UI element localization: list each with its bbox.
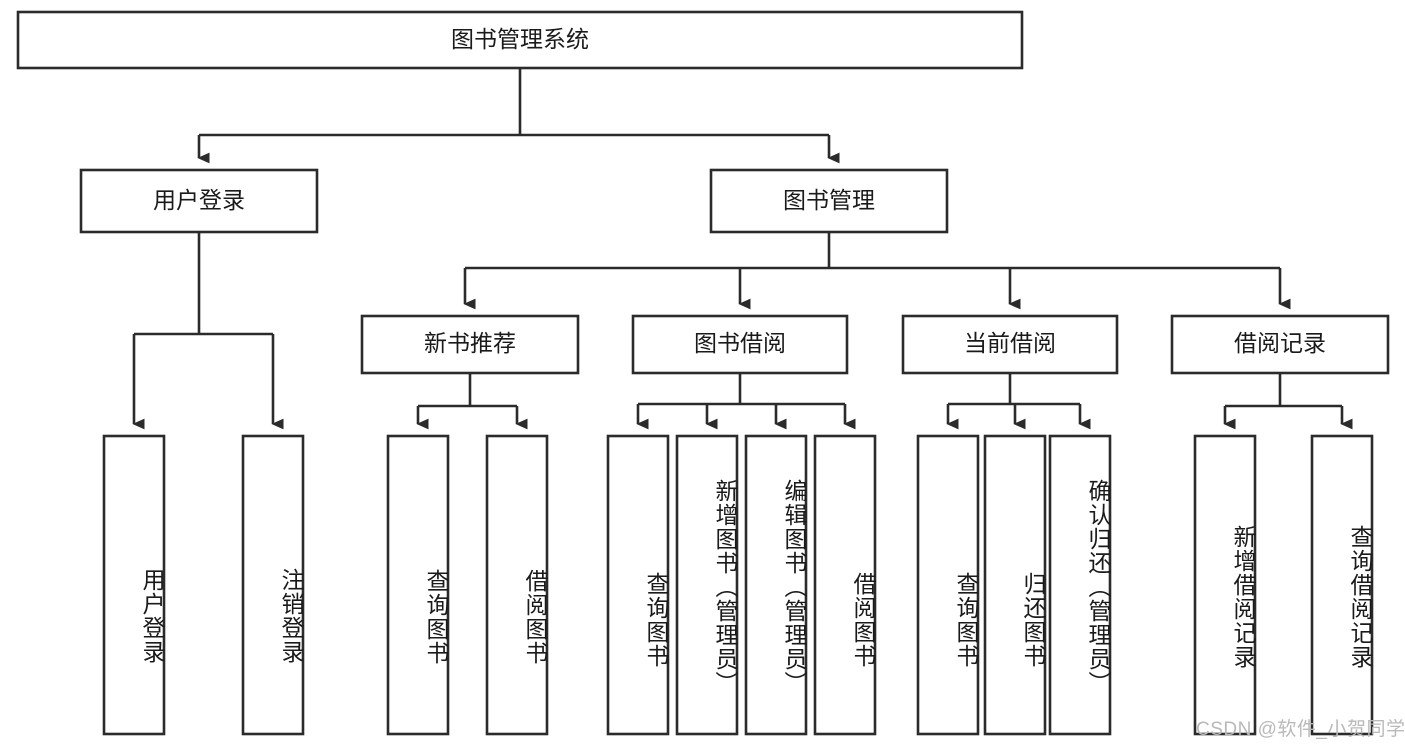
node-layer: 图书管理系统 用户登录 图书管理 新书推荐 图书借阅 当前借阅 借阅记录 [16,10,1390,736]
node-leaf-borrow-book[interactable] [813,434,877,736]
node-user-login-label: 用户登录 [153,187,245,213]
node-current-borrow-label: 当前借阅 [964,330,1056,356]
csdn-watermark: CSDN @软件_小贺同学 [1196,719,1405,740]
connector-layer [132,68,1353,430]
node-book-borrow-label: 图书借阅 [694,330,786,356]
node-new-book-recommend[interactable] [360,314,580,375]
node-book-management[interactable] [709,168,949,234]
node-leaf-add-book-admin[interactable] [675,434,739,736]
node-new-book-recommend-label: 新书推荐 [424,330,516,356]
node-leaf-return-book[interactable] [983,434,1047,736]
node-leaf-query-book-borrow[interactable] [606,434,670,736]
node-leaf-borrow-book-recommend[interactable] [485,434,549,736]
node-book-management-label: 图书管理 [783,187,875,213]
node-user-login[interactable] [79,168,319,234]
node-current-borrow[interactable] [901,314,1119,375]
node-leaf-edit-book-admin[interactable] [744,434,808,736]
node-leaf-query-borrow-record[interactable] [1310,434,1374,736]
node-leaf-query-book-current[interactable] [916,434,980,736]
node-root[interactable] [16,10,1024,70]
node-leaf-query-book-recommend[interactable] [386,434,450,736]
node-borrow-record[interactable] [1170,314,1390,375]
node-leaf-logout[interactable] [241,434,305,736]
node-root-label: 图书管理系统 [451,26,589,52]
node-leaf-add-borrow-record[interactable] [1193,434,1257,736]
node-borrow-record-label: 借阅记录 [1234,330,1326,356]
node-leaf-user-login[interactable] [102,434,166,736]
node-leaf-confirm-return-admin[interactable] [1048,434,1112,736]
node-book-borrow[interactable] [631,314,849,375]
